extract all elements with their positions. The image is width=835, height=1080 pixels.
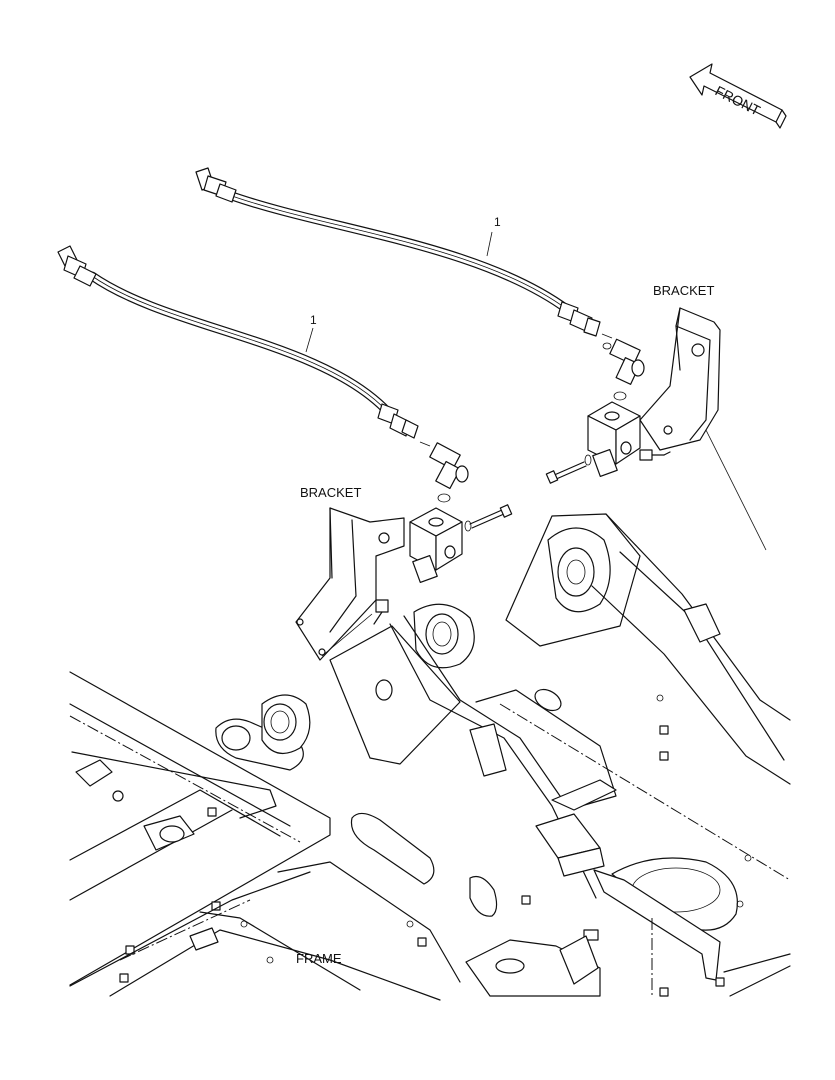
front-arrow: FRONT xyxy=(689,63,787,129)
bracket-right-label: BRACKET xyxy=(653,283,714,298)
hose-lower xyxy=(57,245,419,439)
frame-structure xyxy=(69,513,791,1001)
callout-upper-hose: 1 xyxy=(494,215,501,229)
boom-mount-right xyxy=(505,513,791,785)
bracket-left xyxy=(295,507,405,661)
boom-mount-center xyxy=(329,603,597,899)
bracket-left-label: BRACKET xyxy=(300,485,361,500)
turntable xyxy=(593,857,738,981)
callout-lower-hose: 1 xyxy=(310,313,317,327)
bracket-right xyxy=(639,307,767,551)
valve-assembly-left xyxy=(409,441,513,584)
valve-assembly-right xyxy=(545,333,671,484)
frame-label: FRAME xyxy=(296,951,342,966)
boom-foot-left xyxy=(215,694,311,771)
hose-upper xyxy=(195,167,601,337)
